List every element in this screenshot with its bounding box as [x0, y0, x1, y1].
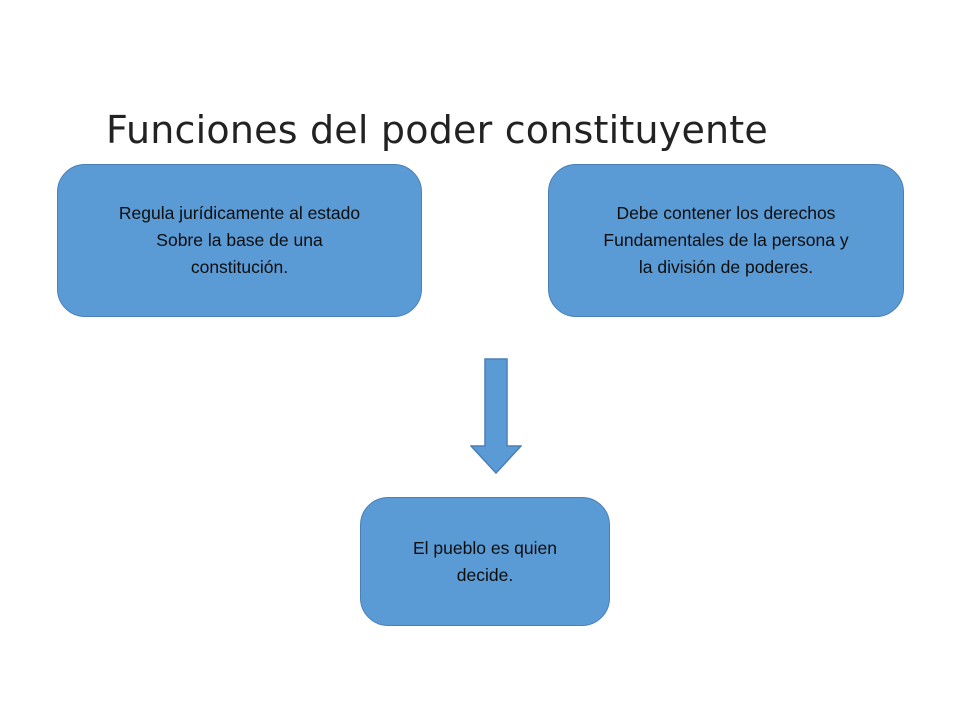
box-regula-line-2: Sobre la base de una [156, 230, 323, 250]
box-derechos: Debe contener los derechos Fundamentales… [548, 164, 904, 317]
down-arrow-shape [470, 358, 522, 474]
down-arrow-icon [470, 358, 522, 474]
box-pueblo: El pueblo es quien decide. [360, 497, 610, 626]
box-derechos-line-2: Fundamentales de la persona y [603, 230, 849, 250]
box-regula: Regula jurídicamente al estado Sobre la … [57, 164, 422, 317]
box-derechos-text: Debe contener los derechos Fundamentales… [603, 200, 848, 281]
box-regula-text: Regula jurídicamente al estado Sobre la … [119, 200, 360, 281]
box-regula-line-1: Regula jurídicamente al estado [118, 203, 361, 223]
box-derechos-line-3: la división de poderes. [638, 257, 814, 277]
box-pueblo-line-2: decide. [456, 564, 514, 585]
box-derechos-line-1: Debe contener los derechos [616, 203, 836, 223]
box-pueblo-text: El pueblo es quien decide. [413, 535, 557, 589]
box-pueblo-line-1: El pueblo es quien [413, 537, 557, 558]
box-regula-line-3: constitución. [190, 257, 289, 277]
slide-title: Funciones del poder constituyente [106, 108, 768, 152]
